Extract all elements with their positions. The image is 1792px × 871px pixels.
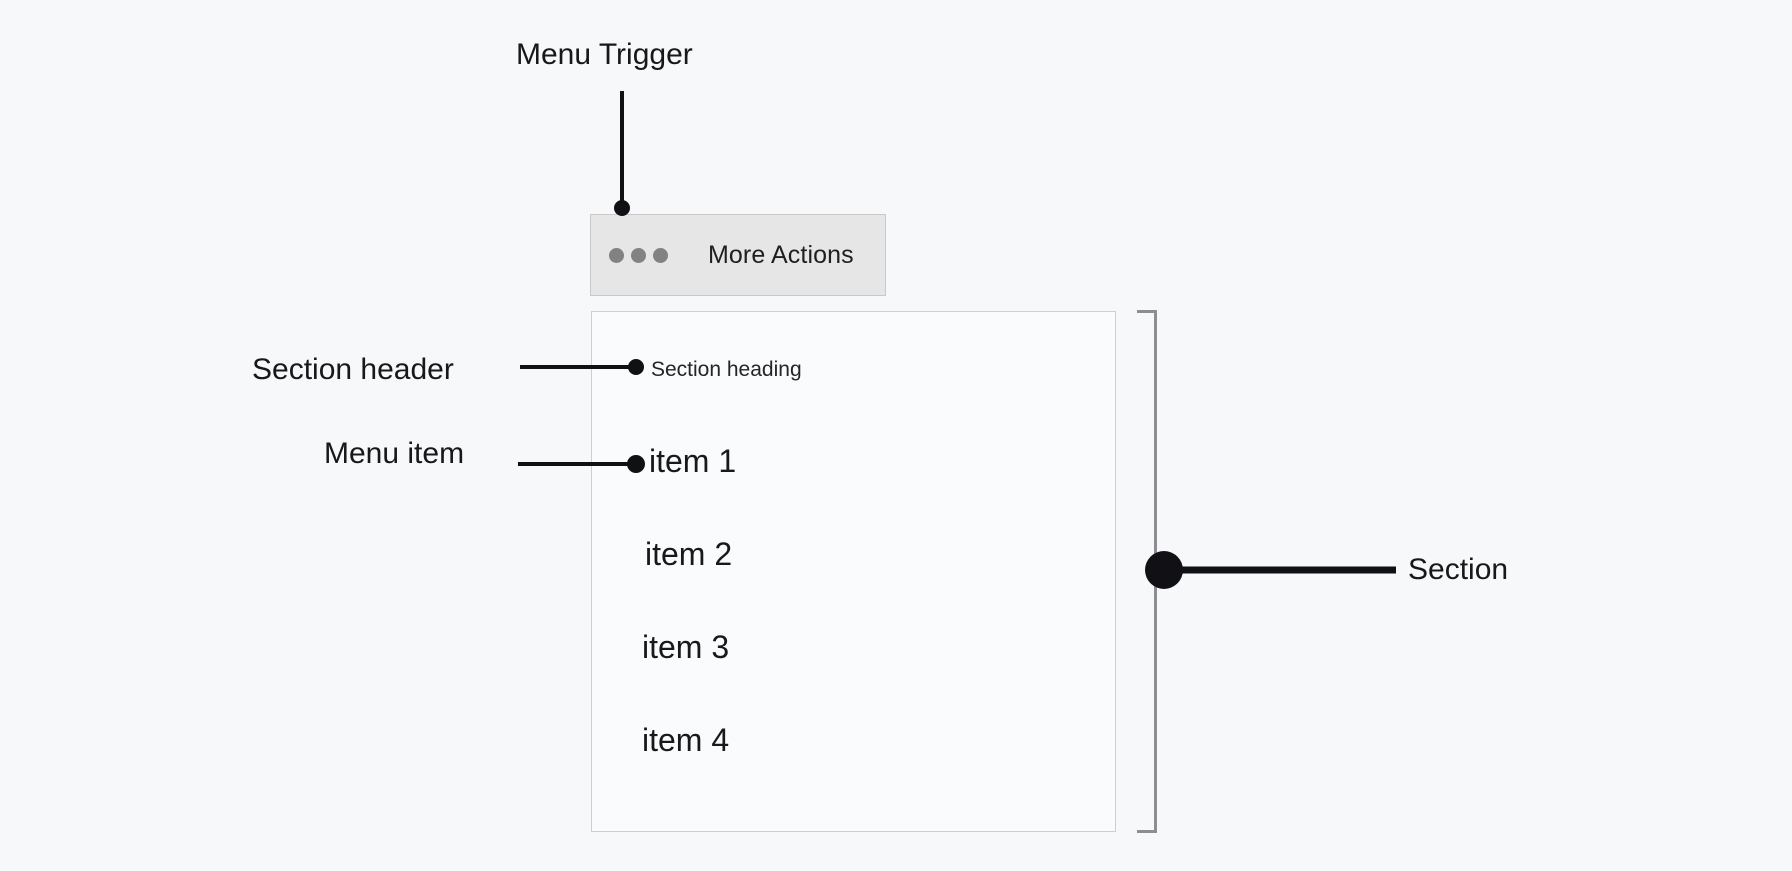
annotation-menu-trigger: Menu Trigger bbox=[516, 38, 693, 71]
menu-section-heading: Section heading bbox=[651, 358, 802, 381]
ellipsis-dot bbox=[609, 247, 624, 263]
ellipsis-dot bbox=[631, 247, 646, 263]
menu-item-2[interactable]: item 2 bbox=[645, 536, 733, 572]
menu-item-3[interactable]: item 3 bbox=[642, 629, 730, 665]
menu-item-4[interactable]: item 4 bbox=[642, 722, 730, 758]
annotation-menu-item: Menu item bbox=[324, 437, 465, 470]
annotation-section: Section bbox=[1408, 553, 1509, 586]
ellipsis-dot bbox=[653, 247, 668, 263]
annotation-section-header: Section header bbox=[252, 353, 454, 386]
menu-item-1[interactable]: item 1 bbox=[649, 443, 737, 479]
more-actions-trigger-label: More Actions bbox=[708, 240, 854, 269]
section-bracket bbox=[1137, 310, 1157, 833]
ellipsis-horizontal-icon bbox=[609, 247, 668, 263]
more-actions-trigger-button[interactable]: More Actions bbox=[590, 214, 886, 296]
menu-panel: Section heading item 1 item 2 item 3 ite… bbox=[591, 311, 1116, 832]
